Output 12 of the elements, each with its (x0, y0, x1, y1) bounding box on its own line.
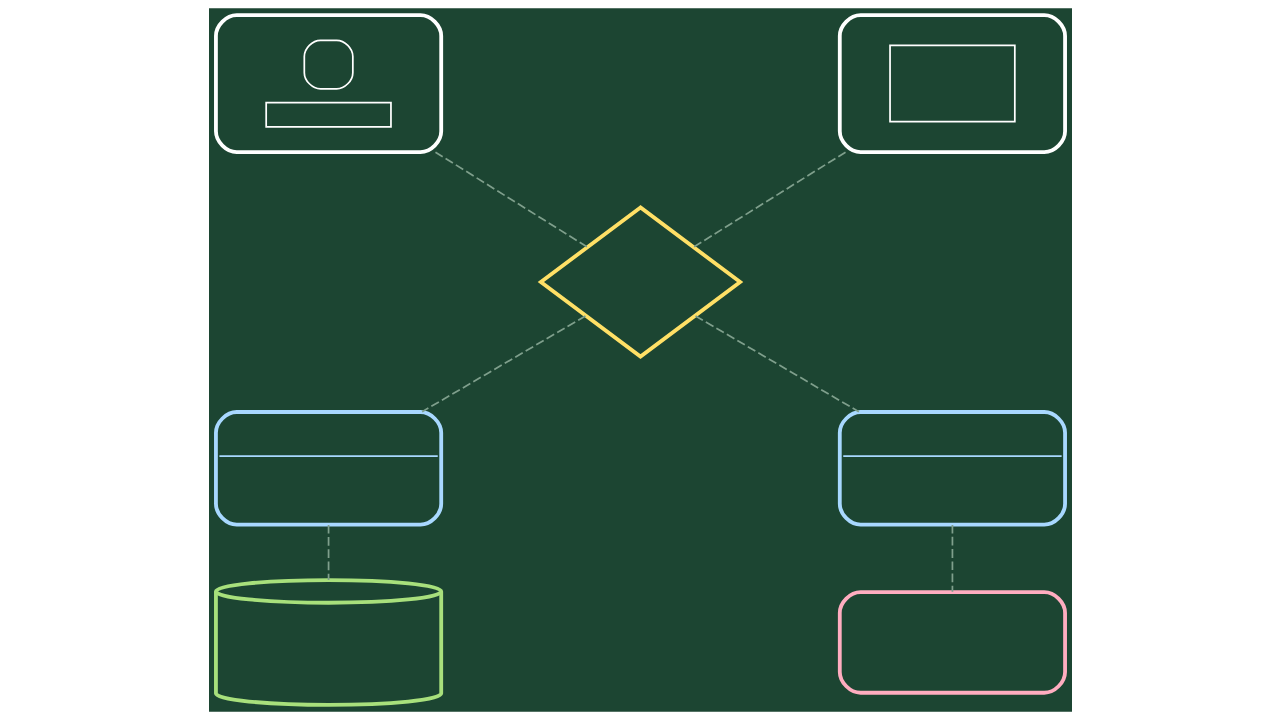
node-diamond (537, 205, 743, 359)
connector (420, 315, 586, 413)
connector (951, 524, 953, 593)
connector (327, 524, 329, 581)
connector (694, 315, 860, 413)
node-box (837, 13, 1067, 154)
node-person (213, 13, 443, 154)
connector (692, 151, 846, 248)
connector (434, 151, 588, 248)
node-box (837, 410, 1067, 527)
node-pill (837, 590, 1067, 695)
node-box (213, 410, 443, 527)
